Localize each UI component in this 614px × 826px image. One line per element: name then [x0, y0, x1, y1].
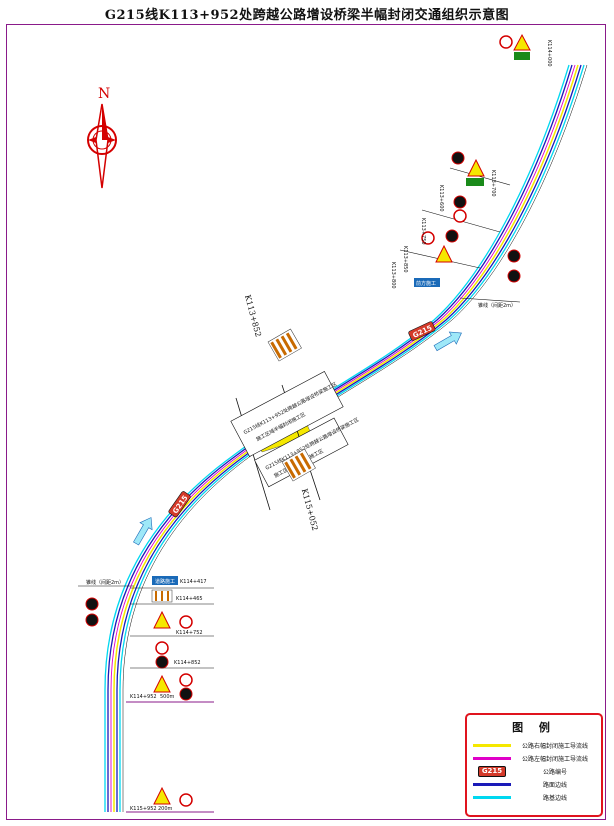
page-title: G215线K113+952处跨越公路增设桥梁半幅封闭交通组织示意图 — [104, 8, 510, 23]
legend-item: 公路右幅封闭施工导流线 — [471, 739, 597, 752]
compass-icon: N — [87, 86, 117, 189]
legend-swatch-magenta — [473, 757, 511, 760]
lower-signs: 锥线（间距2m） 道路施工 K114+417 K114+465 K114+752… — [78, 576, 214, 813]
legend-item: 路基边线 — [471, 791, 597, 804]
station-bottom: K115+952 — [130, 806, 157, 812]
legend-label: 公路右幅封闭施工导流线 — [521, 743, 588, 750]
legend-label: 路面边线 — [542, 782, 567, 789]
legend-item: 路面边线 — [471, 778, 597, 791]
blue-sign-lower: 道路施工 — [155, 578, 175, 585]
top-sign-group: K114+000 — [499, 33, 552, 67]
station-l5: K114+952 — [130, 694, 157, 700]
station-l2: K114+465 — [176, 596, 203, 602]
legend-route-badge: G215 — [477, 766, 507, 777]
station-l1: K114+417 — [180, 579, 207, 585]
cone-note-lower: 锥线（间距2m） — [86, 579, 124, 586]
legend: 图 例 公路右幅封闭施工导流线 公路左幅封闭施工导流线 G215 公路编号 路面… — [465, 713, 603, 817]
station-u1: K113+600 — [438, 185, 444, 212]
legend-title: 图 例 — [512, 721, 556, 734]
road-lines — [104, 64, 588, 812]
cone-note-upper: 锥线（间距2m） — [478, 302, 516, 309]
dist-3: 200m — [158, 806, 173, 812]
station-u4: K113+800 — [390, 262, 396, 289]
station-u2: K113+700 — [490, 170, 496, 197]
legend-label: 公路左幅封闭施工导流线 — [521, 756, 588, 763]
legend-label: 公路编号 — [542, 769, 567, 776]
station-l4: K114+852 — [174, 660, 201, 666]
station-left-upper: K113+852 — [243, 294, 263, 338]
blue-sign-upper: 前方施工 — [416, 280, 436, 287]
legend-swatch-cyan — [473, 796, 511, 799]
barrier-upper — [267, 328, 302, 362]
station-right-lower: K115+052 — [300, 488, 320, 532]
legend-item: G215 公路编号 — [471, 765, 597, 778]
legend-label: 路基边线 — [542, 795, 567, 802]
station-u3: K113+750 — [420, 218, 426, 245]
compass-label: N — [98, 86, 110, 102]
upper-signs: 前方施工 K113+600 K113+700 K113+750 K113+800… — [390, 151, 521, 309]
drawing-frame — [6, 24, 606, 820]
legend-swatch-yellow — [473, 744, 511, 747]
dist-1: 500m — [160, 694, 175, 700]
barrier-lower — [281, 448, 316, 482]
direction-arrow-lower — [133, 517, 153, 546]
station-l3: K114+752 — [176, 630, 203, 636]
top-station: K114+000 — [546, 40, 552, 67]
legend-swatch-blue — [473, 783, 511, 786]
station-u5: K113+850 — [402, 246, 408, 273]
legend-item: 公路左幅封闭施工导流线 — [471, 752, 597, 765]
direction-arrow-upper — [433, 331, 462, 352]
route-badge-upper: G215 — [408, 321, 436, 341]
